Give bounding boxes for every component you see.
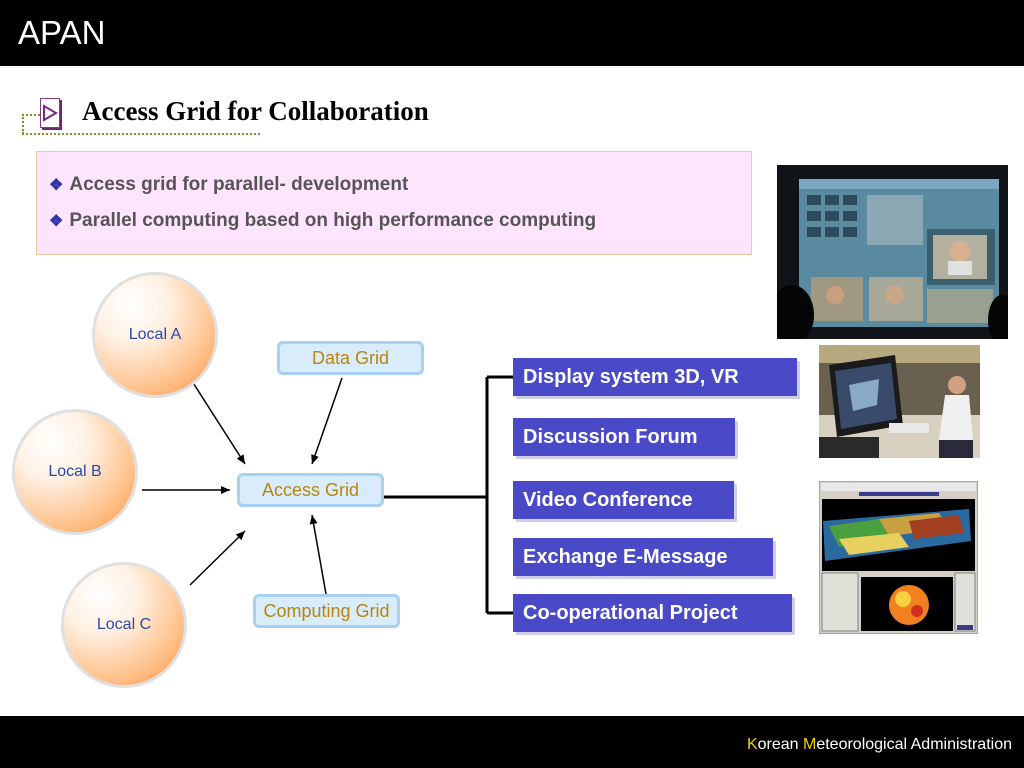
- bullet-text: Access grid for parallel- development: [69, 174, 409, 195]
- bullet-box: ❖ Access grid for parallel- development ❖…: [36, 151, 752, 255]
- display-system-photo: [819, 345, 980, 458]
- dotted-connector: [22, 114, 24, 134]
- bullet-item: ❖ Parallel computing based on high perfor…: [49, 210, 596, 232]
- header-bar: APAN: [0, 0, 1024, 66]
- footer-text: orean: [757, 736, 803, 753]
- footer-initial-m: M: [803, 736, 817, 753]
- diamond-bullet-icon: ❖: [49, 213, 64, 230]
- video-conference-photo: [777, 165, 1008, 339]
- footer-initial-k: K: [746, 736, 758, 753]
- function-video-conference: Video Conference: [513, 481, 734, 519]
- arrow-data-grid: [311, 377, 343, 465]
- function-exchange-emessage: Exchange E-Message: [513, 538, 773, 576]
- arrow-local-a: [189, 377, 246, 465]
- node-local-c: Local C: [61, 562, 187, 688]
- bullet-text: Parallel computing based on high perform…: [69, 210, 597, 231]
- diamond-bullet-icon: ❖: [49, 177, 64, 194]
- play-icon: [40, 98, 60, 128]
- header-title: APAN: [18, 14, 106, 51]
- bullet-item: ❖ Access grid for parallel- development: [49, 174, 408, 196]
- visualization-photo: [819, 481, 978, 634]
- function-discussion-forum: Discussion Forum: [513, 418, 735, 456]
- arrow-computing-grid: [309, 514, 327, 595]
- footer-organization: Korean Meteorological Administration: [747, 736, 1012, 754]
- node-local-b: Local B: [12, 409, 138, 535]
- node-local-a: Local A: [92, 272, 218, 398]
- arrow-local-c: [189, 530, 246, 586]
- function-cooperational-project: Co-operational Project: [513, 594, 792, 632]
- footer-text: eteorological Administration: [816, 736, 1012, 753]
- node-computing-grid: Computing Grid: [253, 594, 400, 628]
- function-display-system: Display system 3D, VR: [513, 358, 797, 396]
- dotted-underline: [22, 133, 260, 135]
- dotted-connector: [22, 114, 40, 116]
- slide-heading: Access Grid for Collaboration: [82, 96, 429, 126]
- node-access-grid: Access Grid: [237, 473, 384, 507]
- footer-bar: Korean Meteorological Administration: [0, 716, 1024, 768]
- node-data-grid: Data Grid: [277, 341, 424, 375]
